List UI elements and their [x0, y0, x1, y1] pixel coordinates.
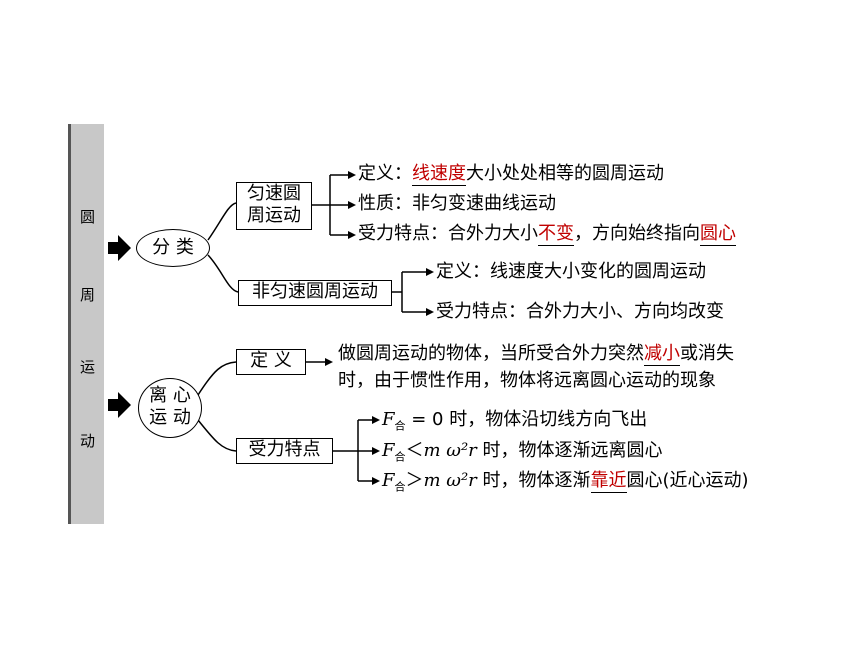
sidebar-char: 运 [79, 358, 95, 376]
centrifugal-definition-line1: 做圆周运动的物体，当所受合外力突然减小或消失 [338, 343, 734, 366]
greater-than-sign: ＞ [405, 470, 424, 491]
centrifugal-def-suffix: 或消失 [680, 343, 734, 364]
centrifugal-def-prefix: 做圆周运动的物体，当所受合外力突然 [338, 343, 644, 364]
force-subscript: 合 [394, 419, 406, 433]
topic-sidebar: 圆 周 运 动 [68, 124, 104, 524]
sidebar-arrow-icon [108, 235, 132, 261]
centrifugal-force-box: 受力特点 [236, 438, 333, 464]
force-case-greater-keyword: 靠近 [590, 470, 627, 493]
force-case-less-text: 时，物体逐渐远离圆心 [476, 440, 663, 461]
uniform-force-keyword1: 不变 [538, 223, 574, 246]
centripetal-expression: m ω²r [423, 470, 477, 491]
uniform-force-mid: ，方向始终指向 [574, 223, 700, 244]
force-case-zero: F合 = 0 时，物体沿切线方向飞出 [382, 409, 647, 438]
force-case-greater-suffix: 圆心(近心运动) [626, 470, 749, 491]
classify-oval: 分 类 [136, 229, 210, 267]
force-case-zero-text: = 0 时，物体沿切线方向飞出 [405, 409, 648, 430]
force-symbol: F [382, 409, 395, 430]
force-case-less: F合＜m ω²r 时，物体逐渐远离圆心 [382, 440, 663, 469]
nonuniform-force: 受力特点：合外力大小、方向均改变 [436, 301, 724, 322]
sidebar-arrow-icon [108, 392, 132, 418]
uniform-force-prefix: 受力特点：合外力大小 [358, 223, 538, 244]
uniform-def-prefix: 定义： [358, 163, 412, 184]
sidebar-char: 圆 [79, 208, 95, 226]
force-case-greater-prefix: 时，物体逐渐 [476, 470, 591, 491]
centrifugal-oval: 离 心 运 动 [138, 378, 202, 438]
centrifugal-definition-line2: 时，由于惯性作用，物体将远离圆心运动的现象 [338, 370, 716, 391]
nonuniform-label: 非匀速圆周运动 [252, 281, 378, 302]
uniform-definition: 定义：线速度大小处处相等的圆周运动 [358, 163, 664, 186]
uniform-force: 受力特点：合外力大小不变，方向始终指向圆心 [358, 223, 736, 246]
uniform-def-keyword: 线速度 [412, 163, 466, 186]
uniform-motion-box: 匀速圆 周运动 [236, 182, 312, 230]
force-symbol: F [382, 440, 395, 461]
uniform-def-suffix: 大小处处相等的圆周运动 [466, 163, 664, 184]
centrifugal-def-keyword: 减小 [644, 343, 680, 366]
uniform-force-keyword2: 圆心 [700, 223, 736, 246]
centrifugal-label-line1: 离 心 [149, 385, 191, 406]
classify-label: 分 类 [152, 237, 194, 258]
force-case-greater: F合＞m ω²r 时，物体逐渐靠近圆心(近心运动) [382, 470, 749, 499]
centrifugal-label-line2: 运 动 [149, 407, 191, 428]
sidebar-char: 周 [79, 286, 95, 304]
uniform-label-line2: 周运动 [247, 205, 301, 226]
force-symbol: F [382, 470, 395, 491]
nonuniform-definition: 定义：线速度大小变化的圆周运动 [436, 261, 706, 282]
less-than-sign: ＜ [405, 440, 424, 461]
force-subscript: 合 [394, 450, 406, 464]
force-subscript: 合 [394, 480, 406, 494]
sidebar-char: 动 [79, 432, 95, 450]
centrifugal-definition-box: 定 义 [236, 349, 306, 375]
nonuniform-motion-box: 非匀速圆周运动 [238, 280, 392, 306]
centripetal-expression: m ω²r [423, 440, 477, 461]
uniform-label-line1: 匀速圆 [247, 183, 301, 204]
centrifugal-definition-label: 定 义 [250, 350, 292, 371]
uniform-nature: 性质：非匀变速曲线运动 [358, 193, 556, 214]
centrifugal-force-label: 受力特点 [248, 439, 321, 460]
